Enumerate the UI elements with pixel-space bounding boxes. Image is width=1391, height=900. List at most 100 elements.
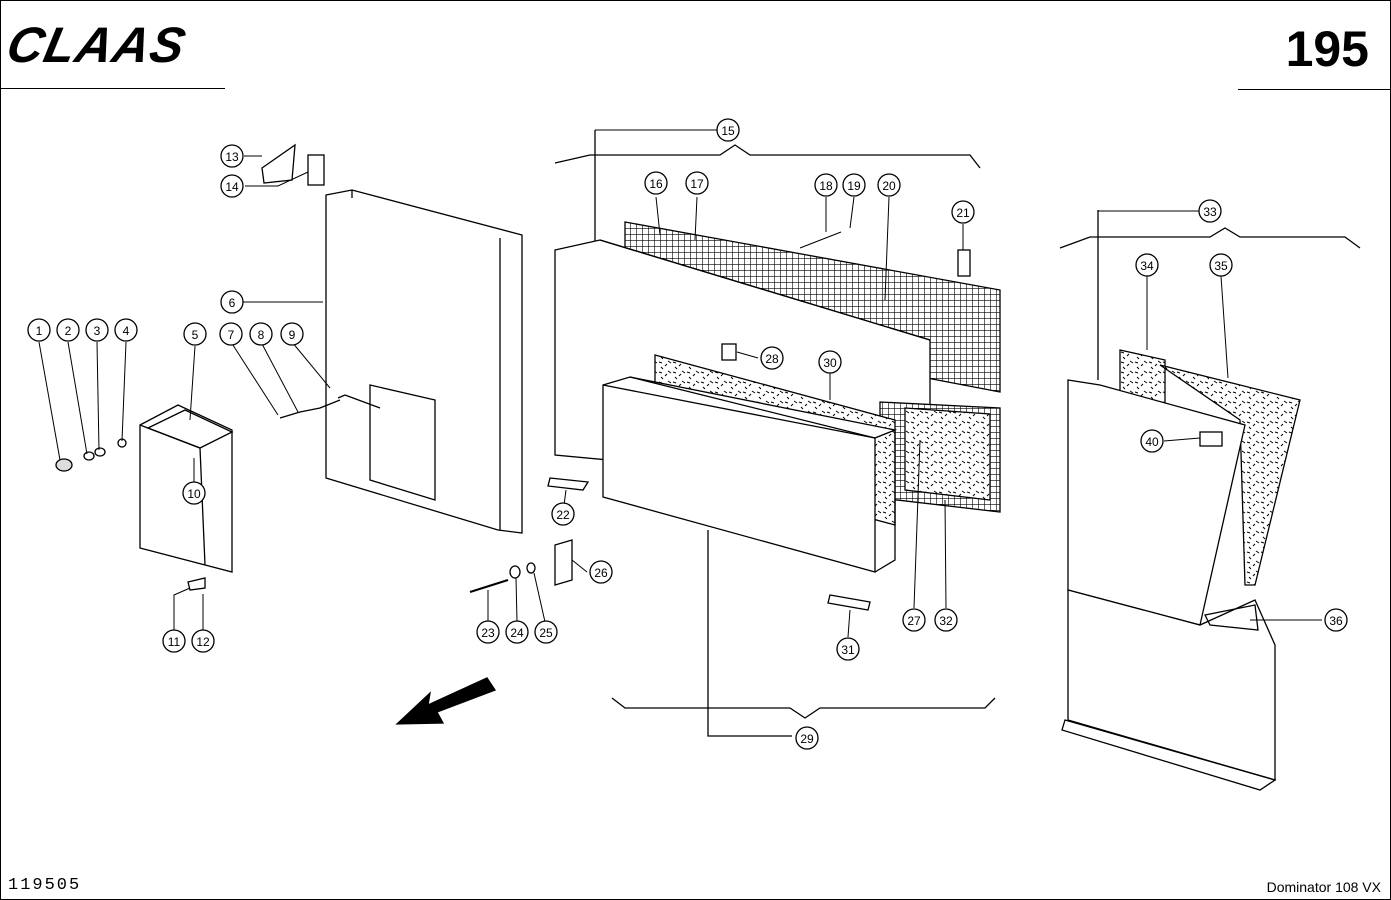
callout-label: 15 [721, 124, 735, 138]
document-number: 119505 [8, 876, 82, 895]
callout-25: 25 [534, 620, 558, 644]
callout-circle [644, 171, 668, 195]
part-21-bracket [957, 249, 971, 277]
callout-circle [56, 318, 80, 342]
callout-29: 29 [795, 726, 819, 750]
callout-circle [836, 637, 860, 661]
callout-label: 29 [800, 732, 814, 746]
right-cover-upper [1067, 379, 1246, 626]
callout-circle [818, 350, 842, 374]
callout-circle [534, 620, 558, 644]
callout-label: 28 [765, 352, 779, 366]
callout-22: 22 [551, 502, 575, 526]
callout-4: 4 [114, 318, 138, 342]
callout-label: 36 [1329, 614, 1343, 628]
callout-12: 12 [191, 629, 215, 653]
part-14-plate [307, 154, 325, 186]
callout-23: 23 [476, 620, 500, 644]
callout-circle [476, 620, 500, 644]
callout-circle [280, 322, 304, 346]
callout-label: 30 [823, 356, 837, 370]
callout-circle [191, 629, 215, 653]
callout-16: 16 [644, 171, 668, 195]
callout-label: 11 [168, 635, 181, 649]
callout-circle [795, 726, 819, 750]
callout-label: 12 [196, 635, 210, 649]
part-22-clip [547, 477, 590, 491]
callout-circle [551, 502, 575, 526]
callout-circle [85, 318, 109, 342]
callout-circle [814, 173, 838, 197]
callout-13: 13 [220, 144, 244, 168]
callout-label: 19 [847, 179, 861, 193]
part-26-bracket [554, 539, 573, 586]
callout-label: 17 [690, 177, 704, 191]
group-15-bracket [554, 144, 981, 169]
callout-circle [114, 318, 138, 342]
callout-35: 35 [1209, 253, 1233, 277]
callout-label: 6 [229, 296, 236, 310]
part-28-label [721, 343, 737, 361]
callout-7: 7 [219, 322, 243, 346]
group-29-bracket [611, 697, 996, 719]
callout-circle [219, 322, 243, 346]
callout-19: 19 [842, 173, 866, 197]
callout-circle [162, 629, 186, 653]
callout-32: 32 [934, 608, 958, 632]
callout-label: 31 [841, 643, 855, 657]
callout-circle [505, 620, 529, 644]
callout-20: 20 [877, 173, 901, 197]
callout-circle [902, 608, 926, 632]
callout-8: 8 [249, 322, 273, 346]
callout-circle [220, 144, 244, 168]
model-name: Dominator 108 VX [1266, 879, 1381, 895]
callout-label: 9 [289, 328, 296, 342]
callout-circle [716, 118, 740, 142]
callout-label: 5 [192, 328, 199, 342]
callout-10: 10 [182, 481, 206, 505]
logo-rule [0, 88, 225, 89]
callout-circle [27, 318, 51, 342]
callout-circle [183, 322, 207, 346]
callout-circle [220, 174, 244, 198]
callout-circle [1324, 608, 1348, 632]
callout-circle [1140, 429, 1164, 453]
callout-34: 34 [1135, 253, 1159, 277]
callout-33: 33 [1198, 199, 1222, 223]
callout-21: 21 [951, 200, 975, 224]
callout-14: 14 [220, 174, 244, 198]
group-33-bracket [1059, 227, 1361, 249]
callout-label: 25 [539, 626, 553, 640]
callout-1: 1 [27, 318, 51, 342]
callout-label: 22 [556, 508, 570, 522]
direction-arrow-icon [395, 677, 496, 725]
callout-5: 5 [183, 322, 207, 346]
callout-11: 11 [162, 629, 186, 653]
callout-label: 7 [228, 328, 235, 342]
callout-label: 35 [1214, 259, 1228, 273]
part-6-main-panel [325, 189, 523, 534]
leader-lines [38, 129, 1322, 639]
callout-label: 40 [1145, 435, 1159, 449]
callout-circle [220, 290, 244, 314]
callout-label: 4 [123, 324, 130, 338]
callout-18: 18 [814, 173, 838, 197]
callout-label: 23 [481, 626, 495, 640]
callout-label: 14 [225, 180, 239, 194]
callout-label: 24 [510, 626, 524, 640]
bolt-washer-set [55, 438, 127, 472]
callout-24: 24 [505, 620, 529, 644]
callout-label: 13 [225, 150, 239, 164]
part-31-strip [827, 594, 871, 611]
callout-40: 40 [1140, 429, 1164, 453]
callout-circle [249, 322, 273, 346]
callout-36: 36 [1324, 608, 1348, 632]
part-36-bracket [1204, 604, 1259, 631]
part-13-bracket [261, 143, 296, 184]
part-25-nut [526, 562, 536, 574]
callout-9: 9 [280, 322, 304, 346]
callout-label: 10 [187, 487, 201, 501]
callout-circle [1135, 253, 1159, 277]
